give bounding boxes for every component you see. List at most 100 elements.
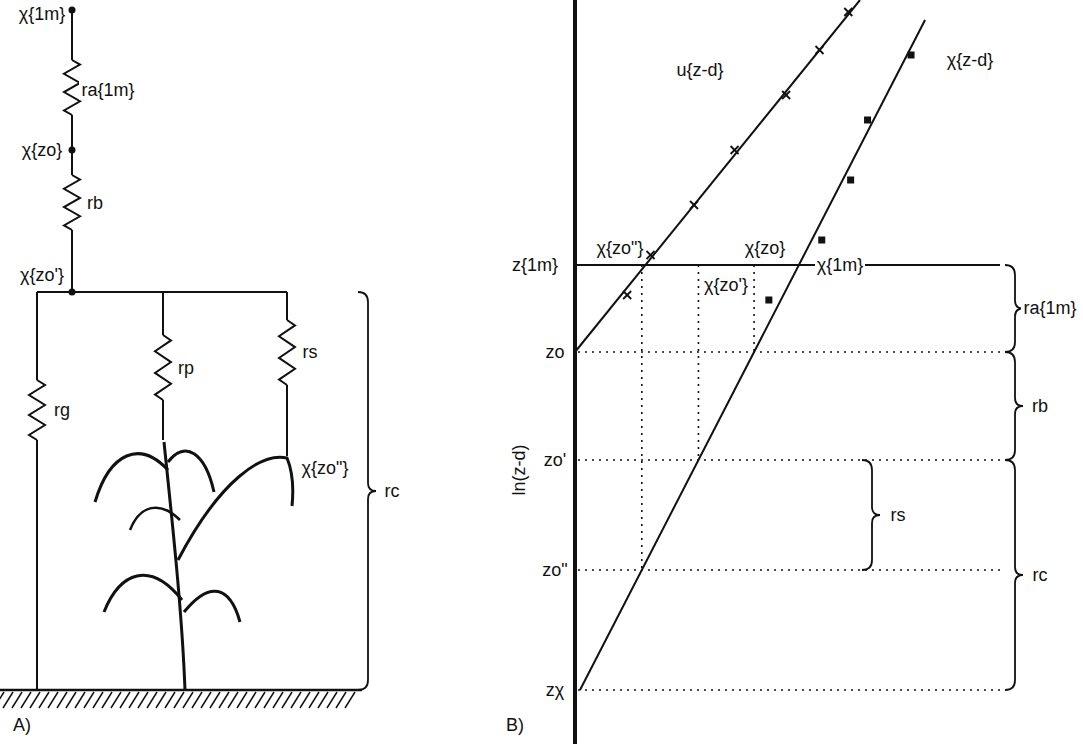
data-marker xyxy=(818,237,825,244)
ground-hatch xyxy=(273,692,283,708)
data-marker xyxy=(623,291,631,299)
ground-hatch xyxy=(93,692,103,708)
wire xyxy=(36,440,38,690)
panel-label: A) xyxy=(11,715,33,735)
data-marker xyxy=(623,291,631,299)
data-marker xyxy=(816,46,824,54)
wire xyxy=(286,385,288,456)
wire xyxy=(162,292,164,335)
axis-label: zχ xyxy=(544,680,566,700)
symbol-label: χ{zo} xyxy=(20,140,64,160)
reference-line xyxy=(575,264,1000,266)
data-marker xyxy=(690,201,698,209)
ground-hatch xyxy=(174,692,184,708)
ground-hatch xyxy=(156,692,166,708)
ground-hatch xyxy=(21,692,31,708)
ground-hatch xyxy=(183,692,193,708)
ground-hatch xyxy=(327,692,337,708)
ground-hatch xyxy=(30,692,40,708)
axis-label: zo" xyxy=(540,560,569,580)
curve-label: u{z-d} xyxy=(674,60,725,80)
node-dot xyxy=(69,147,76,154)
wire xyxy=(162,400,164,440)
ground-hatch xyxy=(0,692,4,708)
data-marker xyxy=(908,52,915,59)
resistor-symbol xyxy=(64,175,80,230)
wire xyxy=(71,115,73,175)
ground-hatch xyxy=(3,692,13,708)
wire xyxy=(36,292,38,380)
panel-label: B) xyxy=(504,715,526,735)
resistance-label: ra{1m} xyxy=(79,80,136,100)
data-marker xyxy=(647,251,655,259)
axis xyxy=(573,0,577,744)
axis-label: z{1m} xyxy=(510,255,560,275)
ground-hatch xyxy=(264,692,274,708)
plant-stem xyxy=(164,442,185,690)
plant-leaf xyxy=(130,508,180,530)
plant-leaf xyxy=(178,457,293,560)
ground-hatch xyxy=(336,692,346,708)
axis-label: zo' xyxy=(542,450,568,470)
resistance-label: rs xyxy=(301,342,320,362)
ground-hatch xyxy=(165,692,175,708)
data-marker xyxy=(844,8,852,16)
ground-hatch xyxy=(138,692,148,708)
data-marker xyxy=(765,297,772,304)
ground-hatch xyxy=(210,692,220,708)
symbol-label: χ{zo'} xyxy=(18,265,66,285)
ground-hatch xyxy=(39,692,49,708)
plant-leaf xyxy=(95,454,168,502)
plant-leaf xyxy=(104,575,182,612)
resistance-label: ra{1m} xyxy=(1021,298,1078,318)
data-marker xyxy=(647,251,655,259)
resistor-symbol xyxy=(64,60,80,115)
resistance-label: rp xyxy=(176,358,196,378)
ground-hatch xyxy=(84,692,94,708)
wire xyxy=(286,292,288,320)
ground-hatch xyxy=(192,692,202,708)
symbol-label: χ{zo} xyxy=(743,238,787,258)
ground-hatch xyxy=(345,692,355,708)
ground-hatch xyxy=(12,692,22,708)
symbol-label: χ{zo"} xyxy=(595,238,646,258)
level-line xyxy=(578,351,1000,353)
node-dot xyxy=(69,7,76,14)
symbol-label: χ{1m} xyxy=(815,255,865,275)
data-marker xyxy=(847,177,854,184)
ground-hatch xyxy=(48,692,58,708)
curve-label: χ{z-d} xyxy=(945,50,995,70)
ground-hatch xyxy=(246,692,256,708)
data-marker xyxy=(844,8,852,16)
resistance-label: rg xyxy=(52,400,72,420)
ground-hatch xyxy=(120,692,130,708)
resistance-label: rs xyxy=(889,505,908,525)
data-marker xyxy=(731,146,739,154)
ground-hatch xyxy=(318,692,328,708)
ground-hatch xyxy=(237,692,247,708)
ground-line xyxy=(0,689,362,692)
resistance-label: rb xyxy=(1030,396,1050,416)
resistor-symbol xyxy=(29,380,45,440)
ground-hatch xyxy=(201,692,211,708)
data-marker xyxy=(816,46,824,54)
wire xyxy=(71,230,73,292)
ground-hatch xyxy=(291,692,301,708)
projection-line xyxy=(698,265,700,460)
ground-hatch xyxy=(255,692,265,708)
plant-leaf xyxy=(184,591,240,622)
symbol-label: χ{zo'} xyxy=(702,275,750,295)
ground-hatch xyxy=(75,692,85,708)
ground-hatch xyxy=(309,692,319,708)
bracket xyxy=(862,460,880,570)
ground-hatch xyxy=(282,692,292,708)
bracket xyxy=(358,292,376,690)
wire xyxy=(71,10,73,60)
resistor-symbol xyxy=(155,335,171,400)
ground-hatch xyxy=(111,692,121,708)
resistance-label: rc xyxy=(1031,565,1050,585)
scalar-profile-line xyxy=(580,20,925,690)
bracket xyxy=(1005,460,1023,690)
